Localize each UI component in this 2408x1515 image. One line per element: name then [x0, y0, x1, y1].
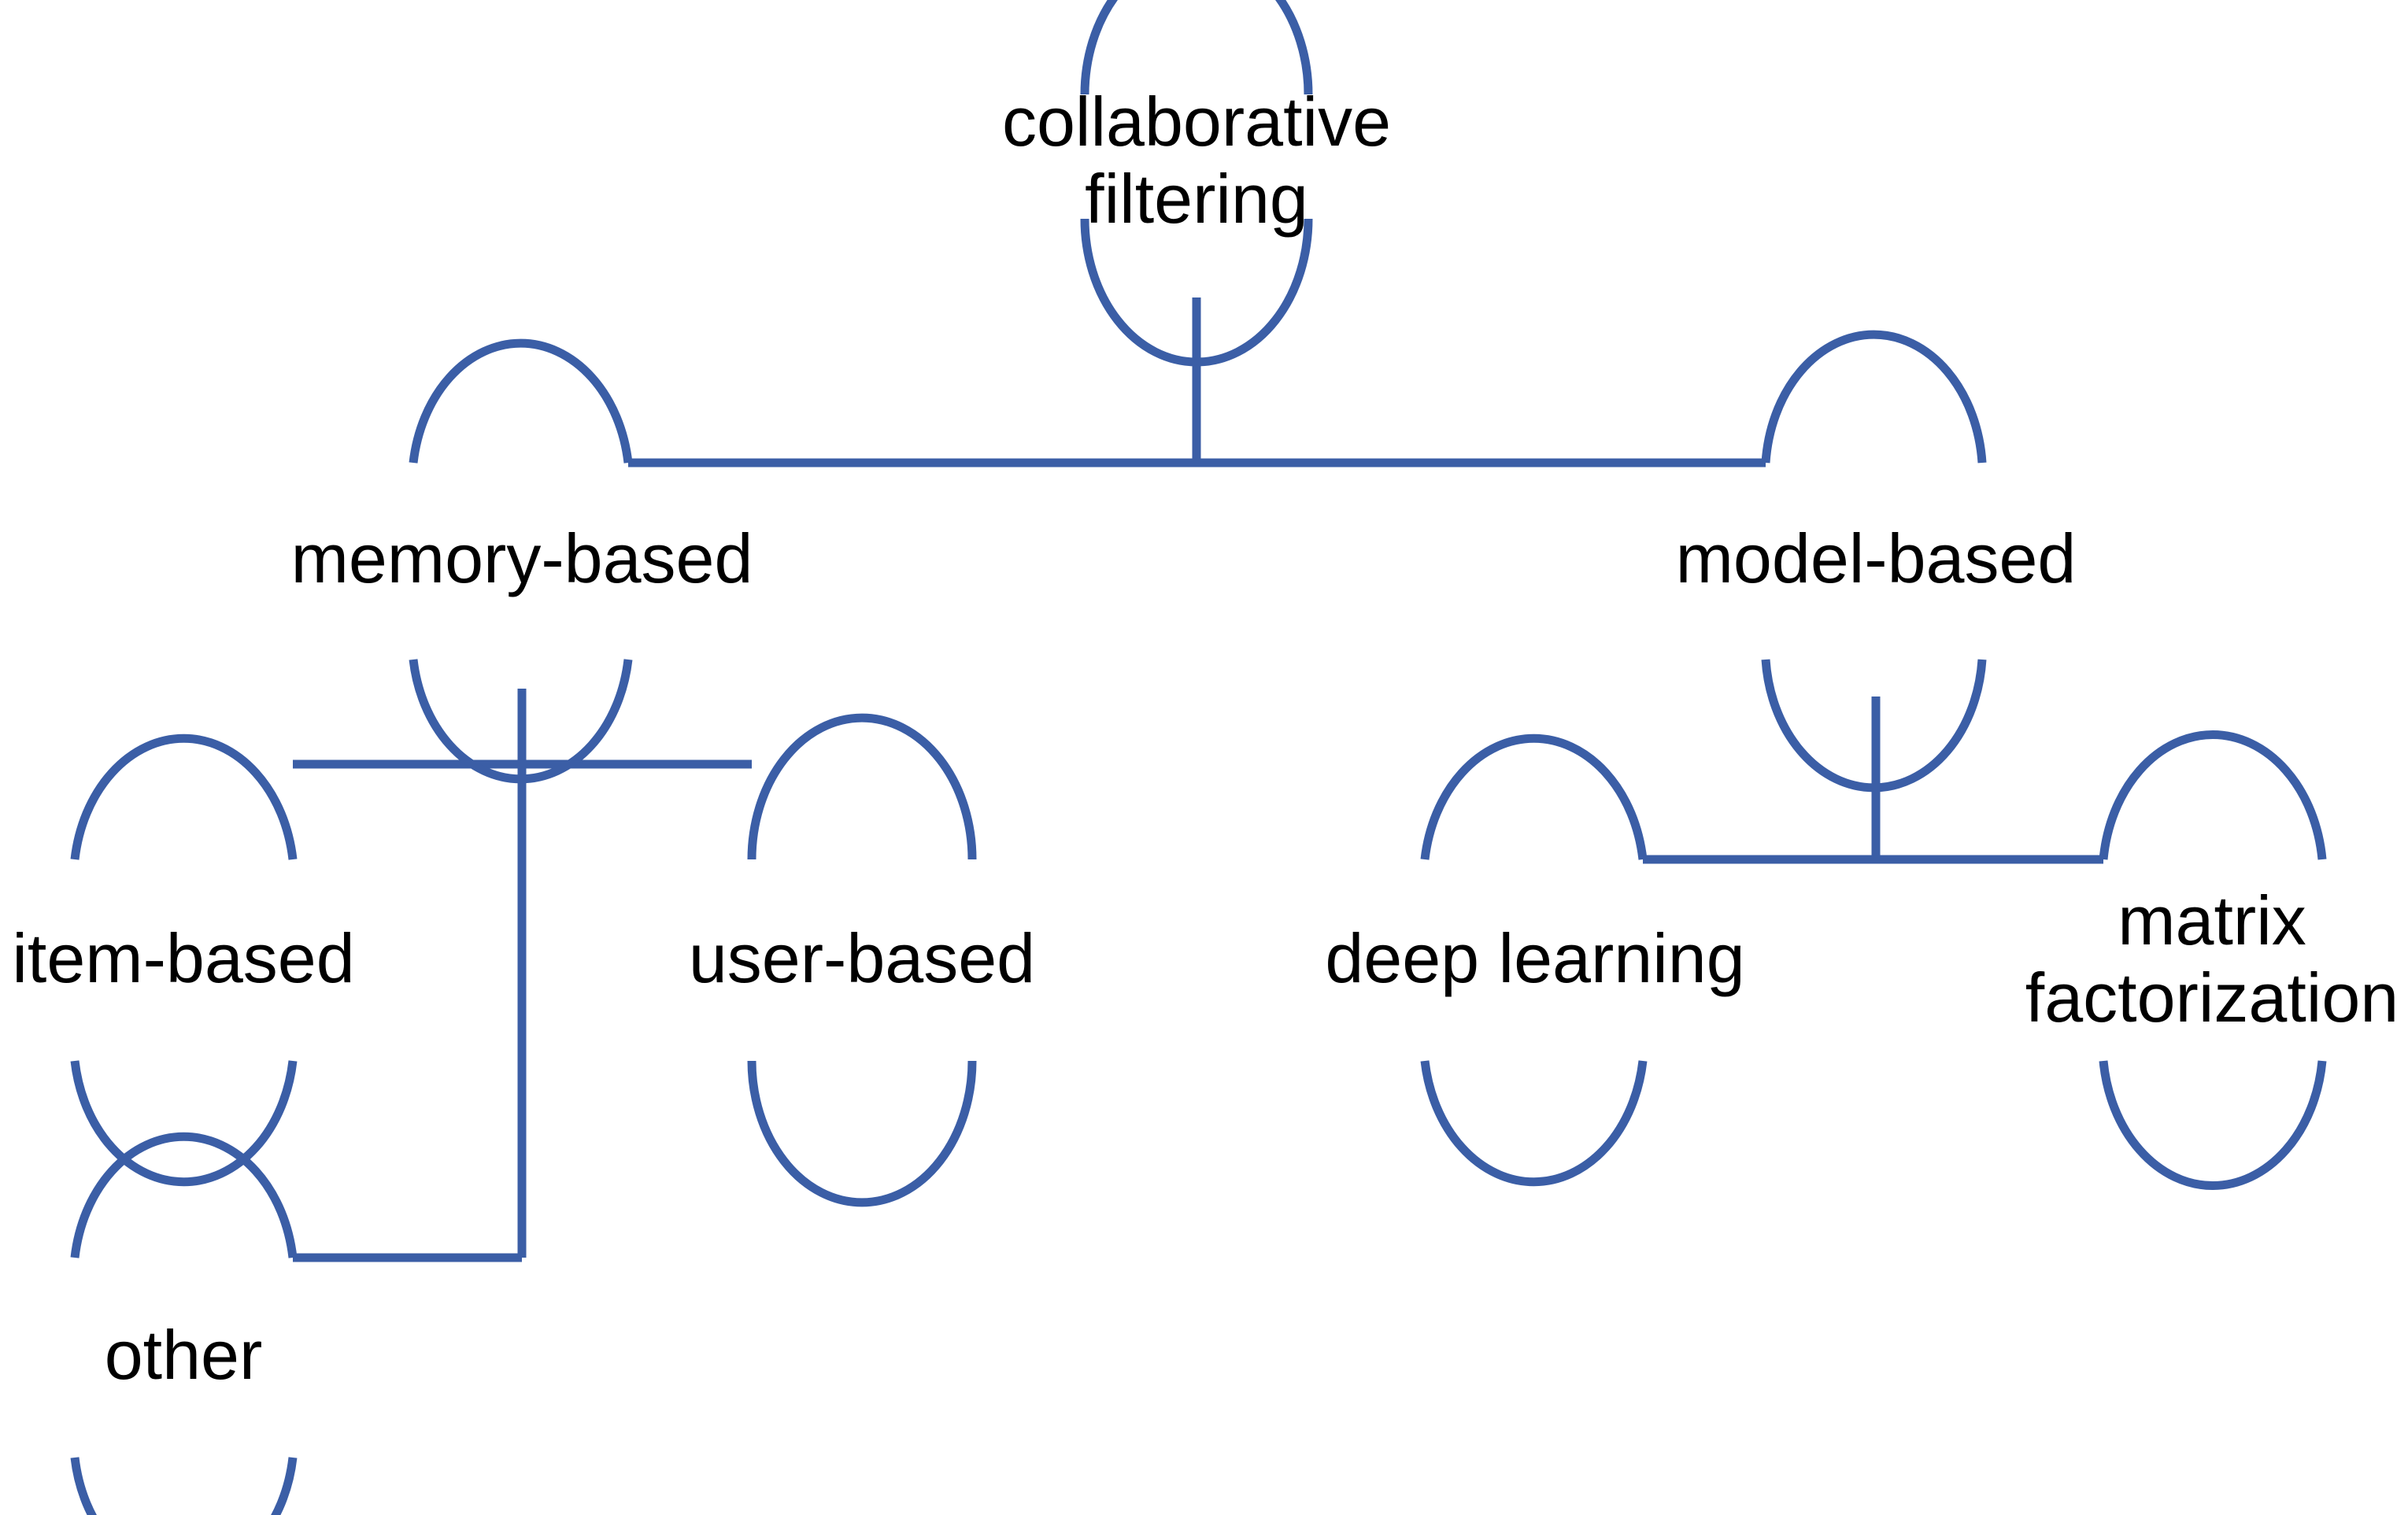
- label-deep-learning: deep learning: [1325, 919, 1744, 997]
- arc-bottom-deep-learning: [1420, 1060, 1648, 1187]
- node-matrix-factorization[interactable]: matrix factorization: [2025, 730, 2399, 1190]
- arc-top-matrix-factorization: [2099, 730, 2327, 860]
- label-user-based: user-based: [689, 919, 1035, 997]
- node-other[interactable]: other: [70, 1132, 298, 1515]
- arc-bottom-memory-based: [409, 659, 633, 784]
- label-other: other: [105, 1316, 263, 1394]
- label-memory-based: memory-based: [291, 519, 753, 597]
- node-user-based[interactable]: user-based: [689, 713, 1035, 1207]
- arc-bottom-model-based: [1761, 659, 1987, 793]
- arc-top-collaborative-filtering: [1080, 0, 1313, 95]
- node-collaborative-filtering[interactable]: collaborative filtering: [1002, 0, 1391, 367]
- label-collaborative-filtering-line1: collaborative: [1002, 83, 1391, 161]
- label-collaborative-filtering-line2: filtering: [1085, 160, 1308, 238]
- arc-bottom-other: [70, 1457, 298, 1515]
- arc-top-item-based: [70, 733, 298, 860]
- label-matrix-factorization-line1: matrix: [2118, 881, 2306, 959]
- arc-bottom-matrix-factorization: [2099, 1060, 2327, 1190]
- connector-group: [293, 297, 2103, 1262]
- arc-top-other: [70, 1132, 298, 1258]
- arc-bottom-user-based: [747, 1060, 977, 1207]
- arc-bottom-item-based: [70, 1060, 298, 1187]
- arc-top-model-based: [1761, 330, 1987, 464]
- label-model-based: model-based: [1676, 519, 2077, 597]
- node-item-based[interactable]: item-based: [12, 733, 355, 1187]
- label-matrix-factorization-line2: factorization: [2025, 959, 2399, 1036]
- arc-top-deep-learning: [1420, 733, 1648, 860]
- label-item-based: item-based: [12, 919, 354, 997]
- arc-top-memory-based: [409, 338, 633, 464]
- node-model-based[interactable]: model-based: [1676, 330, 2077, 793]
- node-deep-learning[interactable]: deep learning: [1325, 733, 1745, 1187]
- arc-bottom-collaborative-filtering: [1080, 218, 1313, 367]
- arc-top-user-based: [747, 713, 977, 860]
- node-memory-based[interactable]: memory-based: [291, 338, 753, 784]
